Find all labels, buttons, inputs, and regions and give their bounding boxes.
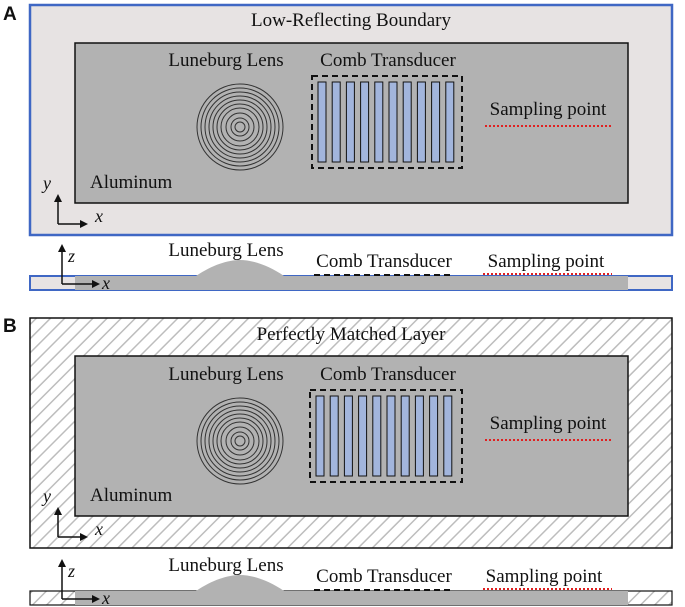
side-axis-z-label-b: z <box>67 561 75 581</box>
lens-label-b: Luneburg Lens <box>168 364 283 385</box>
side-lens-label-a: Luneburg Lens <box>168 240 283 261</box>
lens-ring <box>196 83 284 171</box>
side-lens-label-b: Luneburg Lens <box>168 555 283 576</box>
transducer-label-a: Comb Transducer <box>320 50 456 71</box>
comb-electrode <box>414 395 424 477</box>
material-label-a: Aluminum <box>90 172 173 193</box>
luneburg-lens-top-b <box>196 397 284 485</box>
side-lens-bump-b <box>196 575 284 591</box>
side-transducer-label-a: Comb Transducer <box>316 251 452 272</box>
comb-electrode <box>372 395 382 477</box>
lens-ring <box>212 413 268 469</box>
lens-ring <box>234 435 246 447</box>
lens-ring <box>225 112 255 142</box>
side-lens-bump-a <box>196 260 284 276</box>
sampling-label-a: Sampling point <box>490 99 607 120</box>
comb-electrode <box>343 395 353 477</box>
panel-a: A Low-Reflecting Boundary Luneburg Lens … <box>3 3 674 293</box>
comb-electrode <box>388 81 398 163</box>
side-aluminum-b <box>75 591 628 605</box>
lens-ring <box>230 431 250 451</box>
comb-transducer-frame-b <box>309 389 463 483</box>
comb-electrode <box>345 81 355 163</box>
lens-ring <box>204 91 276 163</box>
axis-x-label-b: x <box>94 519 103 539</box>
comb-electrode <box>445 81 455 163</box>
panel-a-label: A <box>3 4 17 25</box>
comb-electrode <box>317 81 327 163</box>
lens-ring <box>216 103 264 151</box>
boundary-label-a: Low-Reflecting Boundary <box>251 10 451 31</box>
lens-ring <box>204 405 276 477</box>
side-axis-x-label-b: x <box>101 588 110 607</box>
lens-ring <box>230 117 250 137</box>
material-label-b: Aluminum <box>90 485 173 506</box>
axes-xy-a: y x <box>41 173 103 228</box>
side-view-b: Luneburg Lens Comb Transducer Sampling p… <box>29 555 673 607</box>
comb-electrode <box>431 81 441 163</box>
panel-b: B Perfectly Matched Layer Luneburg Lens … <box>3 316 673 607</box>
side-aluminum-a <box>75 276 628 290</box>
comb-electrode <box>329 395 339 477</box>
comb-electrode <box>374 81 384 163</box>
sampling-label-b: Sampling point <box>490 413 607 434</box>
axis-y-label-a: y <box>41 173 51 193</box>
axis-y-label-b: y <box>41 486 51 506</box>
side-sampling-label-a: Sampling point <box>488 251 605 272</box>
boundary-label-b: Perfectly Matched Layer <box>257 324 447 345</box>
lens-ring <box>212 99 268 155</box>
panel-b-label: B <box>3 316 17 337</box>
comb-transducer-electrodes-b <box>315 395 453 477</box>
lens-ring <box>200 87 280 167</box>
comb-electrode <box>358 395 368 477</box>
comb-transducer-frame-a <box>311 75 463 169</box>
lens-ring <box>225 426 255 456</box>
side-view-a: Luneburg Lens Comb Transducer Sampling p… <box>29 240 673 293</box>
comb-transducer-electrodes-a <box>317 81 455 163</box>
comb-electrode <box>386 395 396 477</box>
comb-electrode <box>331 81 341 163</box>
comb-electrode <box>315 395 325 477</box>
lens-ring <box>200 401 280 481</box>
comb-electrode <box>400 395 410 477</box>
lens-ring <box>208 95 272 159</box>
lens-ring <box>234 121 246 133</box>
axes-xy-b: y x <box>41 486 103 541</box>
lens-ring <box>196 397 284 485</box>
side-transducer-label-b: Comb Transducer <box>316 566 452 587</box>
comb-electrode <box>416 81 426 163</box>
side-axis-z-label-a: z <box>67 246 75 266</box>
comb-electrode <box>429 395 439 477</box>
lens-ring <box>216 417 264 465</box>
lens-ring <box>220 107 260 147</box>
comb-electrode <box>402 81 412 163</box>
lens-ring <box>220 421 260 461</box>
luneburg-lens-top-a <box>196 83 284 171</box>
axis-x-label-a: x <box>94 206 103 226</box>
lens-label-a: Luneburg Lens <box>168 50 283 71</box>
side-sampling-label-b: Sampling point <box>486 566 603 587</box>
lens-ring <box>208 409 272 473</box>
side-axis-x-label-a: x <box>101 273 110 293</box>
comb-electrode <box>443 395 453 477</box>
comb-electrode <box>360 81 370 163</box>
transducer-label-b: Comb Transducer <box>320 364 456 385</box>
